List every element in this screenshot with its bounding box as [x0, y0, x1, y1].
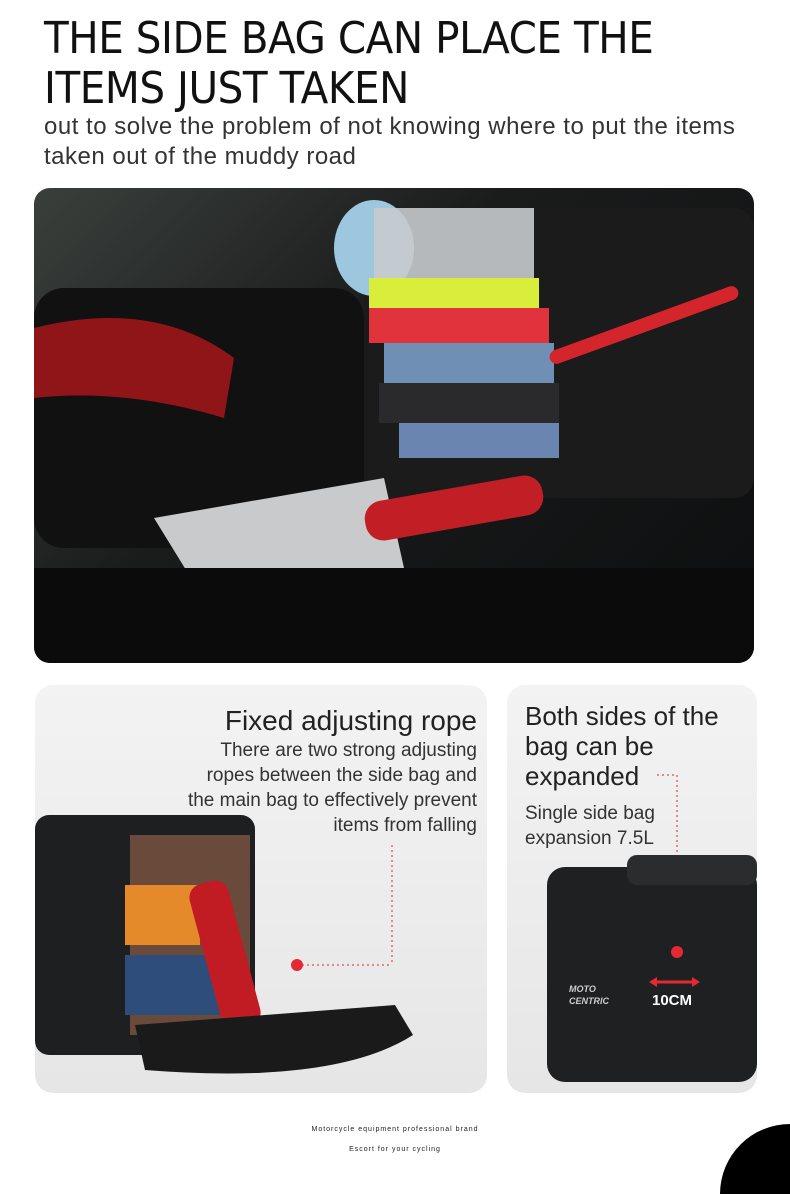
footer-tagline: Escort for your cycling [349, 1146, 441, 1153]
panel-title: Fixed adjusting rope [224, 705, 477, 736]
panel-fixed-adjusting-rope: Fixed adjusting rope There are two stron… [35, 685, 487, 1093]
footer-brand-line: Motorcycle equipment professional brand [311, 1126, 479, 1133]
panel-description: Single side bag expansion 7.5L [525, 803, 655, 849]
page-subtitle: out to solve the problem of not knowing … [44, 113, 736, 170]
panel-title: Both sides of the bag can be expanded [525, 701, 719, 791]
side-bag-open-illustration [35, 815, 413, 1074]
panel-expandable-sides: Both sides of the bag can be expanded Si… [507, 685, 757, 1093]
expanded-bag-illustration [547, 774, 757, 1082]
page-title: THE SIDE BAG CAN PLACE THE ITEMS JUST TA… [44, 13, 654, 114]
decorative-corner [720, 1124, 790, 1194]
motorcycle-bag-illustration [34, 200, 754, 663]
panel-description: There are two strong adjusting ropes bet… [187, 740, 477, 836]
measure-label: 10CM [652, 992, 693, 1009]
brand-logo-text: MOTO CENTRIC [569, 984, 609, 1006]
hero-photo-motorcycle-bag [34, 188, 754, 663]
